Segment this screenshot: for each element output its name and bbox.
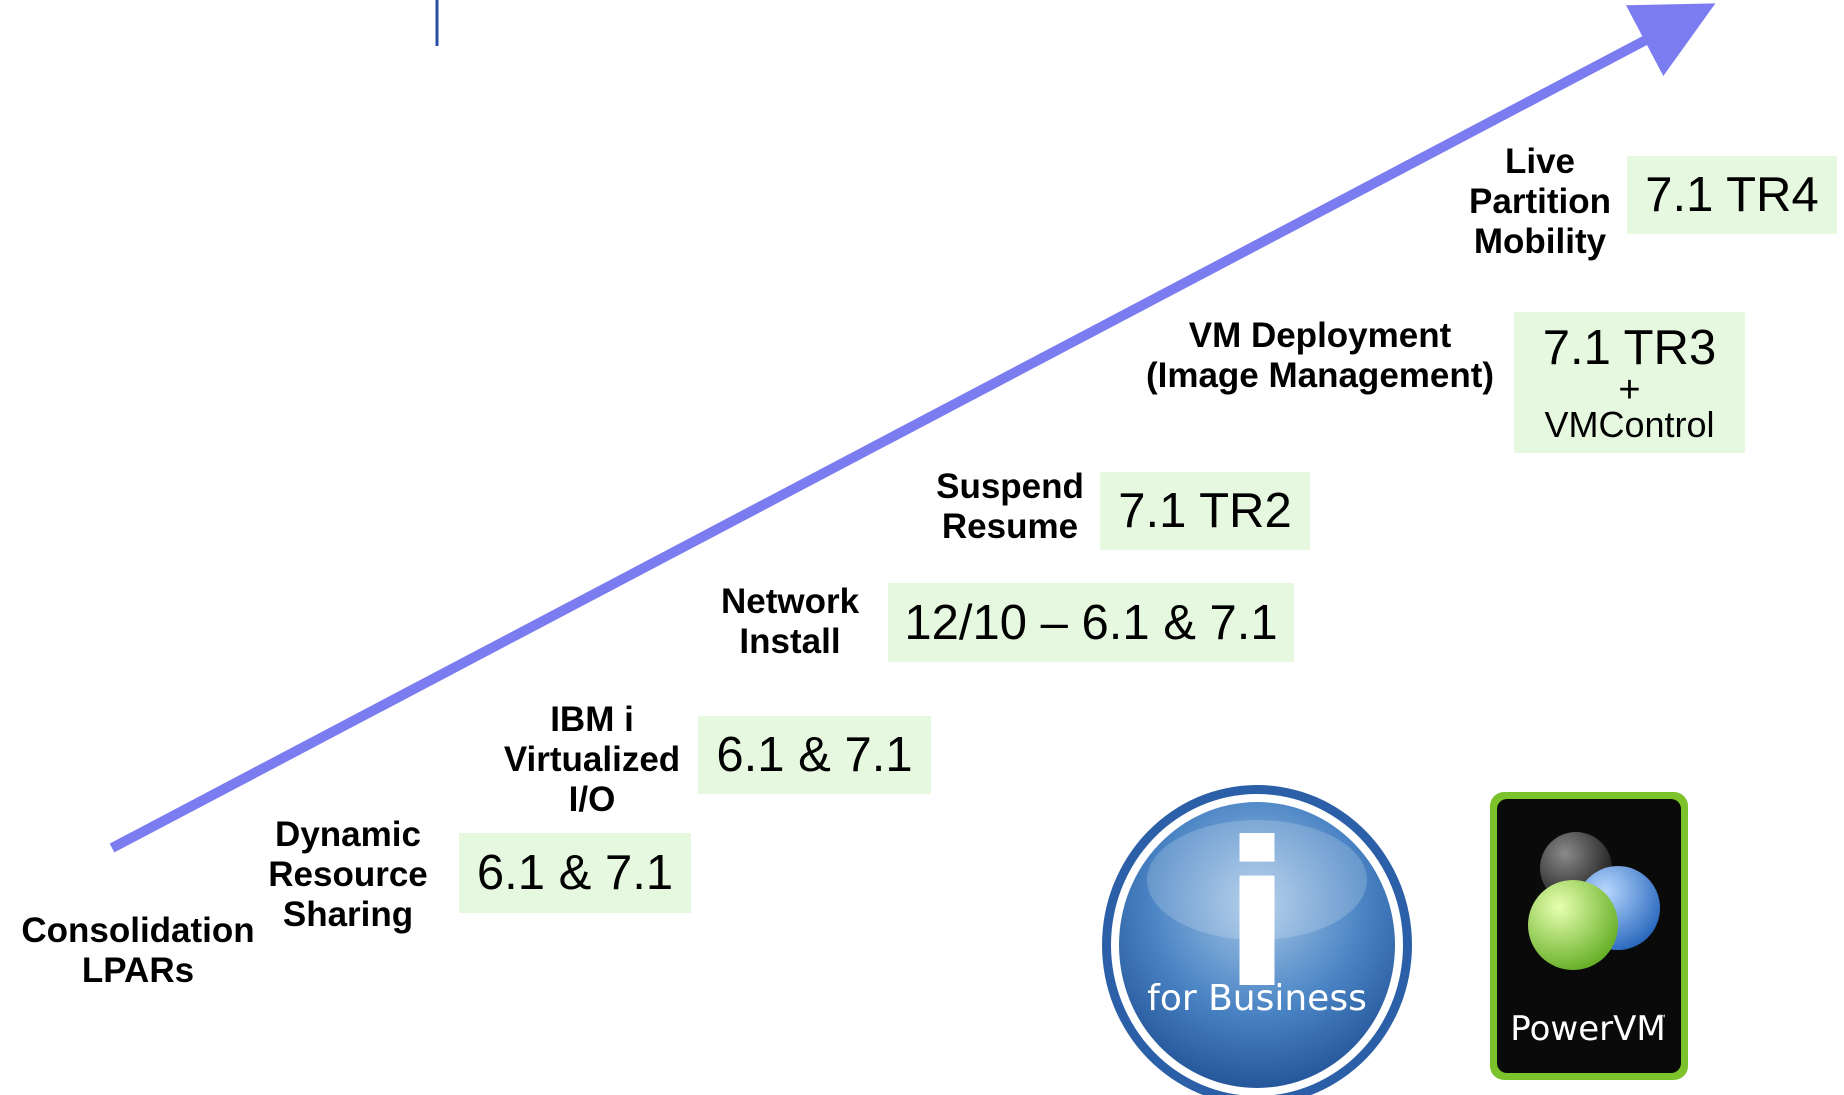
version-box-dynamic-resource-sharing: 6.1 & 7.1: [459, 833, 691, 913]
version-extra: VMControl: [1544, 403, 1715, 445]
version-box-network-install: 12/10 – 6.1 & 7.1: [888, 583, 1294, 662]
step-label-vm-deployment: VM Deployment(Image Management): [1145, 316, 1495, 395]
powervm-trademark: ™: [1657, 1014, 1667, 1025]
ibm-i-glyph: i: [1223, 800, 1292, 1033]
version-box-virtualized-io: 6.1 & 7.1: [698, 716, 931, 794]
version-box-suspend-resume: 7.1 TR2: [1100, 472, 1310, 550]
version-box-vm-deployment: 7.1 TR3 + VMControl: [1514, 312, 1745, 453]
version-plus: +: [1618, 368, 1641, 411]
powervm-caption: PowerVM: [1510, 1009, 1665, 1049]
version-main: 7.1 TR3: [1542, 320, 1717, 375]
progress-arrow: [109, 3, 1716, 853]
ibm-i-logo: i for Business: [1102, 785, 1412, 1095]
version-box-live-partition-mobility: 7.1 TR4: [1627, 156, 1837, 234]
ibm-i-caption: for Business: [1147, 978, 1367, 1019]
powervm-logo: PowerVM ™: [1490, 792, 1688, 1080]
